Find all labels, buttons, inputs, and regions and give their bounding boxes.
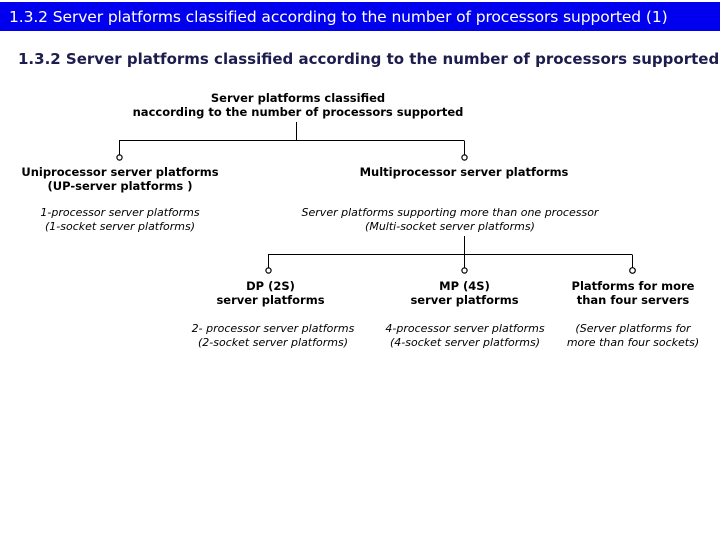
connector-endpoint-circle-many (629, 267, 636, 274)
connector-endpoint-circle-uniprocessor (116, 154, 123, 161)
node-root-label: Server platforms classified naccording t… (132, 91, 464, 119)
node-dp-description: 2- processor server platforms (2-socket … (191, 322, 355, 349)
node-uniprocessor-label: Uniprocessor server platforms (UP-server… (21, 165, 219, 193)
node-mp-description: 4-processor server platforms (4-socket s… (385, 322, 545, 349)
page-title: 1.3.2 Server platforms classified accord… (18, 50, 720, 68)
slide-title-text: 1.3.2 Server platforms classified accord… (9, 7, 668, 26)
node-dp-label: DP (2S) server platforms (216, 279, 325, 307)
connector-endpoint-circle-dp (265, 267, 272, 274)
node-uniprocessor-description: 1-processor server platforms (1-socket s… (40, 206, 200, 233)
node-multiprocessor-description: Server platforms supporting more than on… (301, 206, 599, 233)
node-more-than-four-description: (Server platforms for more than four soc… (566, 322, 700, 349)
connector-endpoint-circle-mp (461, 267, 468, 274)
node-more-than-four-label: Platforms for more than four servers (571, 279, 695, 307)
connector-endpoint-circle-multiprocessor (461, 154, 468, 161)
slide-title-bar: 1.3.2 Server platforms classified accord… (0, 2, 720, 31)
node-multiprocessor-label: Multiprocessor server platforms (359, 165, 569, 179)
node-mp-label: MP (4S) server platforms (410, 279, 519, 307)
